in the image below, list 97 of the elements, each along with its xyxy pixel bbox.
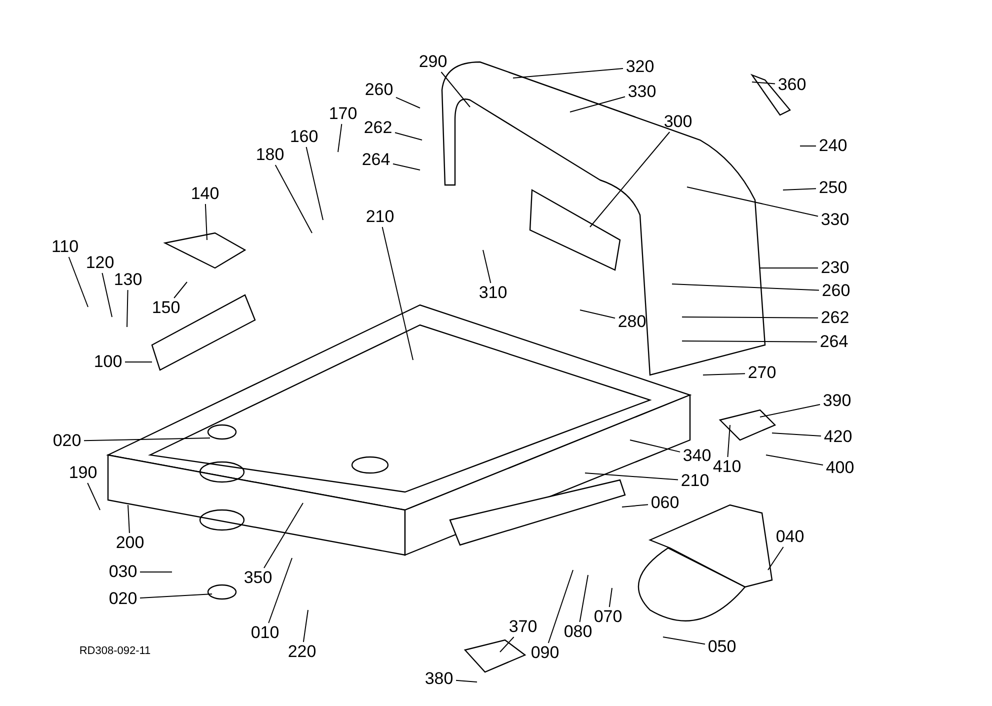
callout-number: 350	[244, 569, 272, 587]
callout-number: 264	[362, 151, 390, 169]
callout-number: 230	[820, 259, 850, 277]
callout-number: 220	[288, 643, 316, 661]
leader-line	[512, 68, 624, 78]
leader-line	[274, 164, 312, 234]
leader-line	[140, 594, 212, 599]
callout-number: 160	[290, 128, 318, 146]
leader-line	[68, 256, 88, 308]
leader-line	[126, 290, 128, 328]
callout-number: 070	[594, 608, 622, 626]
callout-number: 090	[530, 644, 560, 662]
callout-number: 210	[366, 208, 394, 226]
callout-number: 190	[68, 464, 98, 482]
leader-line	[702, 373, 746, 376]
leader-line	[84, 438, 210, 442]
leader-line	[752, 82, 776, 84]
callout-number: 280	[618, 313, 646, 331]
callout-number: 400	[826, 459, 854, 477]
leader-line	[456, 680, 478, 682]
leader-line	[682, 316, 818, 318]
callout-number: 180	[256, 146, 284, 164]
leader-line	[440, 72, 470, 108]
leader-line	[760, 404, 820, 418]
leader-line	[772, 432, 822, 436]
callout-number: 030	[108, 563, 138, 581]
leader-line	[672, 284, 820, 291]
callout-number: 262	[820, 309, 850, 327]
leader-line	[630, 440, 680, 452]
leader-line	[102, 272, 112, 318]
leader-line	[396, 96, 420, 108]
leader-line	[727, 424, 730, 458]
leader-line	[500, 636, 514, 652]
drawing-number: RD308-092-11	[79, 645, 151, 657]
callout-number: 420	[824, 428, 852, 446]
callout-number: 330	[820, 211, 850, 229]
leader-line	[382, 226, 414, 360]
leader-line	[570, 96, 626, 112]
callout-number: 264	[820, 333, 848, 351]
leader-line	[682, 340, 818, 342]
callout-number: 310	[478, 284, 508, 302]
leader-line	[584, 472, 678, 480]
leader-line	[766, 454, 824, 466]
callout-number: 240	[818, 137, 848, 155]
leader-line	[338, 124, 342, 152]
leader-line	[622, 504, 648, 508]
leader-line	[548, 570, 574, 644]
callout-number: 390	[822, 392, 852, 410]
callout-number: 340	[682, 447, 712, 465]
leader-line	[306, 146, 324, 220]
leader-line	[394, 132, 422, 140]
leader-line	[174, 282, 188, 298]
callout-number: 120	[86, 254, 114, 272]
callout-number: 250	[818, 179, 848, 197]
callout-number: 410	[712, 458, 742, 476]
leader-line	[392, 163, 420, 170]
callout-number: 260	[822, 282, 850, 300]
callout-number: 262	[364, 119, 392, 137]
leader-line	[782, 188, 816, 190]
leader-line	[580, 310, 616, 319]
callout-number: 020	[52, 432, 82, 450]
leader-line	[87, 482, 100, 510]
leader-line	[686, 186, 818, 217]
callout-number: 130	[114, 271, 142, 289]
callout-number: 100	[94, 353, 122, 371]
callout-number: 170	[328, 105, 358, 123]
callout-number: 320	[626, 58, 654, 76]
callout-number: 110	[51, 238, 79, 256]
leader-line	[662, 636, 706, 645]
callout-number: 360	[778, 76, 806, 94]
callout-number: 050	[708, 638, 736, 656]
leader-line	[482, 250, 492, 284]
callout-number: 020	[108, 590, 138, 608]
leader-line	[302, 610, 308, 642]
leader-line	[608, 588, 612, 608]
callout-number: 260	[364, 81, 394, 99]
callout-number: 060	[650, 494, 680, 512]
callout-number: 140	[190, 185, 220, 203]
callout-number: 300	[664, 113, 692, 131]
leader-line	[590, 132, 670, 228]
callout-number: 150	[152, 299, 180, 317]
leader-line	[768, 546, 784, 570]
leader-line	[264, 502, 304, 568]
callout-number: 200	[116, 534, 144, 552]
callout-number: 210	[680, 472, 710, 490]
callout-number: 330	[628, 83, 656, 101]
callout-number: 380	[424, 670, 454, 688]
callout-number: 080	[564, 623, 592, 641]
leader-line	[579, 574, 588, 622]
callout-number: 290	[418, 53, 448, 71]
callout-number: 270	[748, 364, 776, 382]
callout-number: 010	[250, 624, 280, 642]
leader-line	[128, 504, 130, 534]
leader-line	[268, 558, 292, 624]
leader-line	[204, 204, 208, 240]
callout-number: 040	[776, 528, 804, 546]
callout-number: 370	[508, 618, 538, 636]
